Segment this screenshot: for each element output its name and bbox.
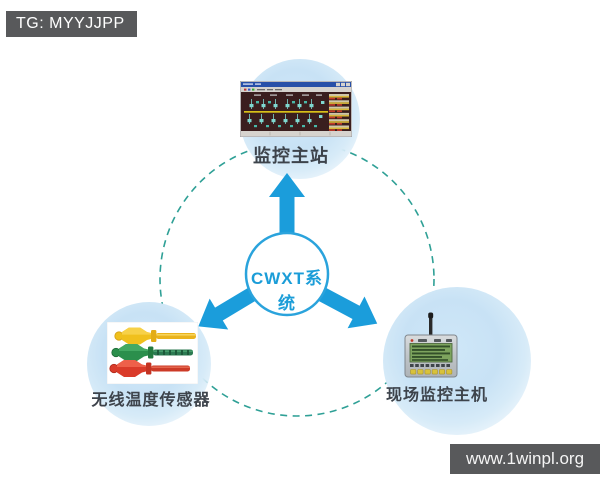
device-key-row (410, 364, 450, 367)
device-function-buttons (410, 369, 453, 375)
window-buttons-icon (336, 82, 350, 87)
tg-tag: TG: MYYJJPP (6, 11, 137, 37)
dashed-ring (159, 141, 435, 417)
scada-devices-lower (247, 114, 323, 128)
window-menubar (241, 87, 351, 92)
watermark-url: www.1winpl.org (450, 444, 600, 474)
hub-circle (244, 231, 330, 317)
sensor-green (111, 344, 193, 361)
arrow-to-wireless-sensor (198, 288, 256, 330)
label-field-host: 现场监控主机 (385, 387, 488, 404)
device-top-indicators (410, 339, 452, 342)
field-host-image (404, 312, 458, 378)
arrow-to-field-host (318, 287, 378, 329)
hub-label: CWXT系统 (250, 269, 324, 313)
window-titlebar (241, 82, 351, 87)
arrow-to-monitor-station (269, 173, 305, 235)
monitor-station-screenshot (240, 81, 352, 137)
scada-bus-line (244, 111, 328, 113)
wireless-sensor-image (107, 322, 198, 384)
label-monitor-station: 监控主站 (253, 146, 329, 166)
antenna-icon (428, 312, 434, 336)
scada-devices-upper (249, 99, 325, 109)
sensor-yellow (114, 327, 196, 345)
scada-side-panel (329, 94, 349, 131)
label-wireless-sensor: 无线温度传感器 (91, 392, 211, 409)
device-lcd-screen (409, 343, 453, 363)
sensor-red (109, 360, 190, 377)
window-statusbar (241, 131, 351, 136)
